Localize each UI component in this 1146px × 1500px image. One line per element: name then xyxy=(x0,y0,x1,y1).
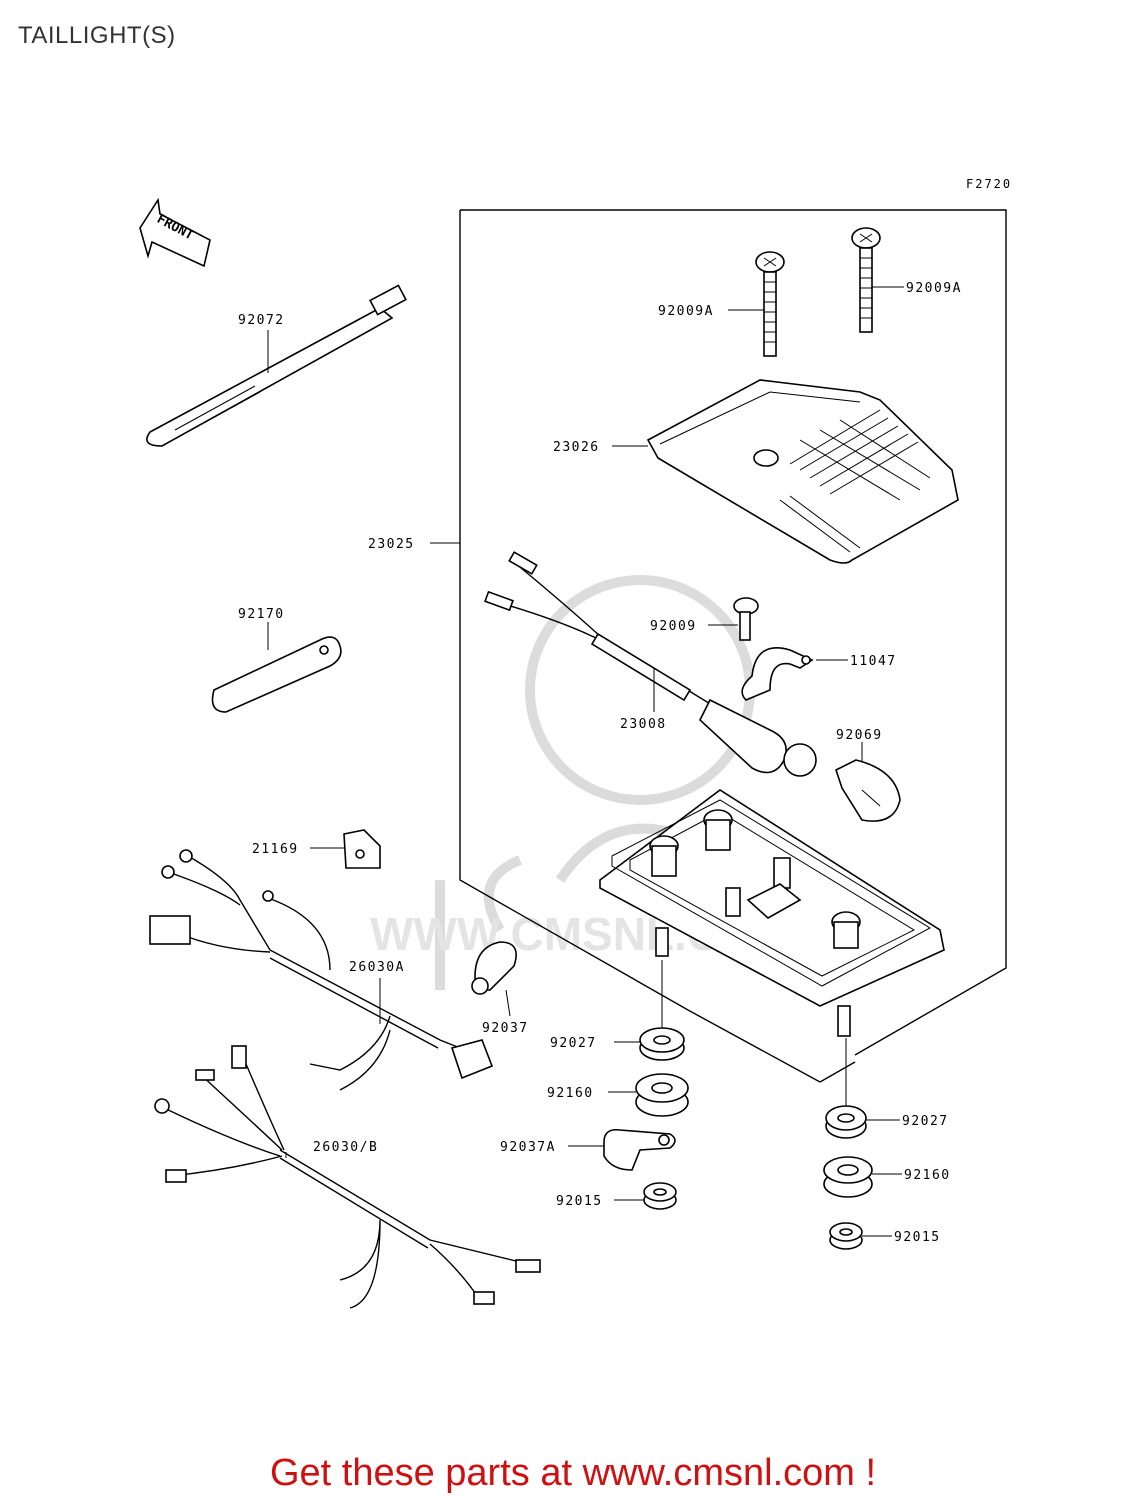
label-92015-right: 92015 xyxy=(894,1230,941,1245)
grommet-92160-left xyxy=(608,1073,689,1117)
clamp-92037 xyxy=(471,941,517,1017)
page-title: TAILLIGHT(S) xyxy=(18,22,176,49)
label-92160-right: 92160 xyxy=(904,1168,951,1183)
screw-92009A-left xyxy=(755,251,785,357)
label-11047: 11047 xyxy=(850,654,897,669)
lens-23026 xyxy=(646,379,959,564)
label-92015-left: 92015 xyxy=(556,1194,603,1209)
label-21169: 21169 xyxy=(252,842,299,857)
nut-92015-right xyxy=(829,1222,892,1250)
lamp-housing xyxy=(599,789,945,1037)
bulb-92069 xyxy=(835,742,901,822)
label-92037A: 92037A xyxy=(500,1140,556,1155)
clamp-11047 xyxy=(741,647,848,701)
label-26030B: 26030/B xyxy=(313,1140,378,1155)
clamp-92037A xyxy=(568,1128,676,1171)
front-arrow-icon: FRONT xyxy=(139,197,211,268)
figure-code: F2720 xyxy=(966,177,1013,191)
label-92037: 92037 xyxy=(482,1021,529,1036)
parts-diagram: WWW.CMSNL.COM FRONT xyxy=(139,197,1007,1309)
label-26030A: 26030A xyxy=(349,960,405,975)
label-92069: 92069 xyxy=(836,728,883,743)
harness-26030B xyxy=(154,1045,541,1309)
label-92072: 92072 xyxy=(238,313,285,328)
label-92160-left: 92160 xyxy=(547,1086,594,1101)
cable-tie-92072 xyxy=(146,284,407,447)
grommet-92027-left xyxy=(614,960,685,1061)
nut-92015-left xyxy=(614,1182,677,1210)
clip-21169 xyxy=(310,829,381,869)
label-92009A-left: 92009A xyxy=(658,304,714,319)
label-92027-right: 92027 xyxy=(902,1114,949,1129)
label-92170: 92170 xyxy=(238,607,285,622)
label-23025: 23025 xyxy=(368,537,415,552)
label-23026: 23026 xyxy=(553,440,600,455)
socket-harness-23008 xyxy=(484,551,817,777)
screw-92009 xyxy=(708,597,759,641)
label-92027-left: 92027 xyxy=(550,1036,597,1051)
harness-26030A xyxy=(149,849,494,1091)
label-23008: 23008 xyxy=(620,717,667,732)
assembly-box-23025 xyxy=(459,209,1007,1083)
screw-92009A-right xyxy=(851,227,881,333)
label-92009: 92009 xyxy=(650,619,697,634)
footer-link[interactable]: Get these parts at www.cmsnl.com ! xyxy=(269,1452,877,1494)
grommet-92160-right xyxy=(823,1156,902,1198)
label-92009A-right: 92009A xyxy=(906,281,962,296)
strap-92170 xyxy=(211,622,342,713)
grommet-92027-right xyxy=(825,1038,900,1139)
